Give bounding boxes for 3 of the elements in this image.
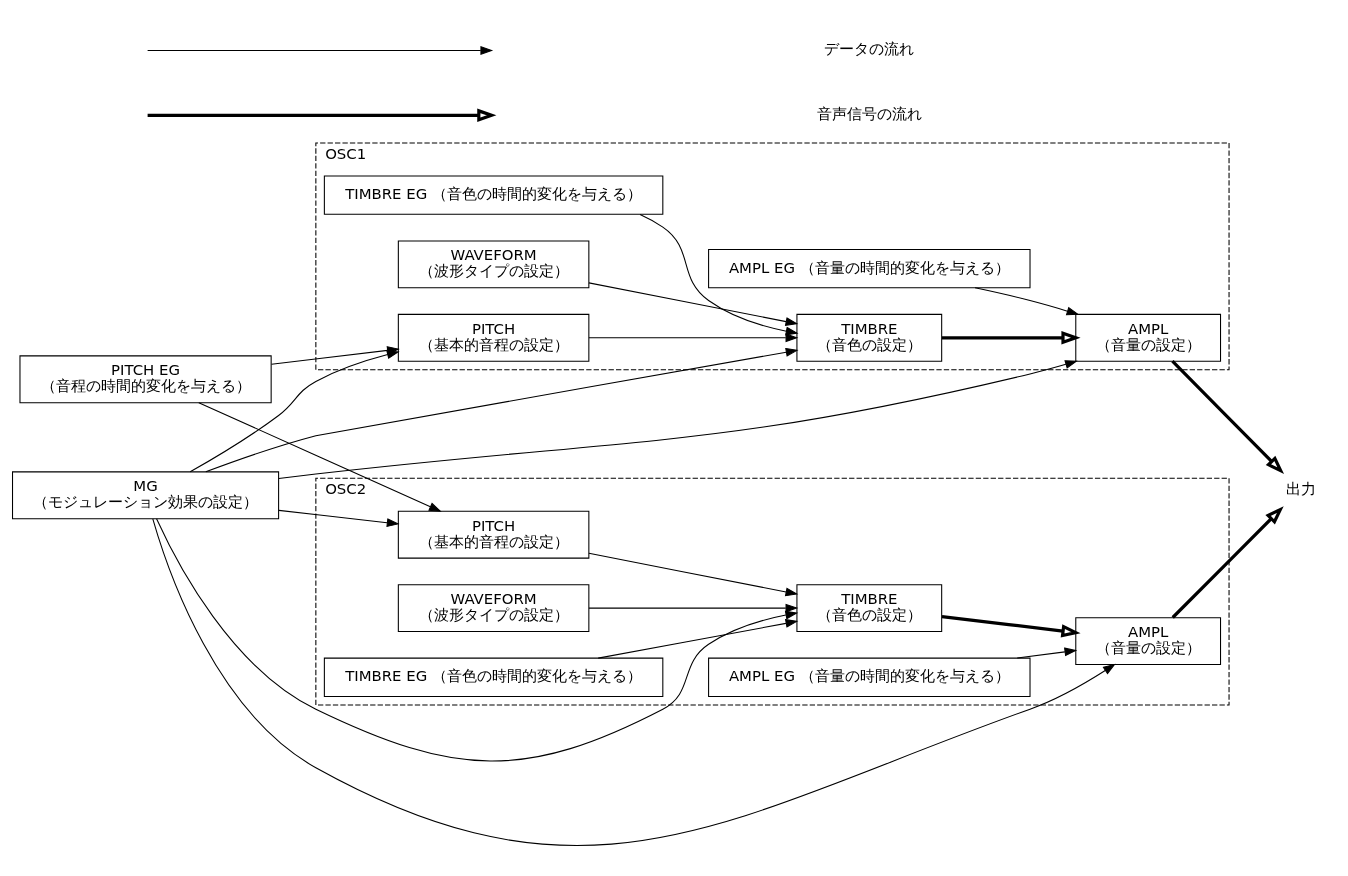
legend-label: データの流れ — [824, 39, 915, 58]
legend-label: 音声信号の流れ — [816, 104, 922, 123]
node-text: 出力 — [1285, 479, 1316, 498]
